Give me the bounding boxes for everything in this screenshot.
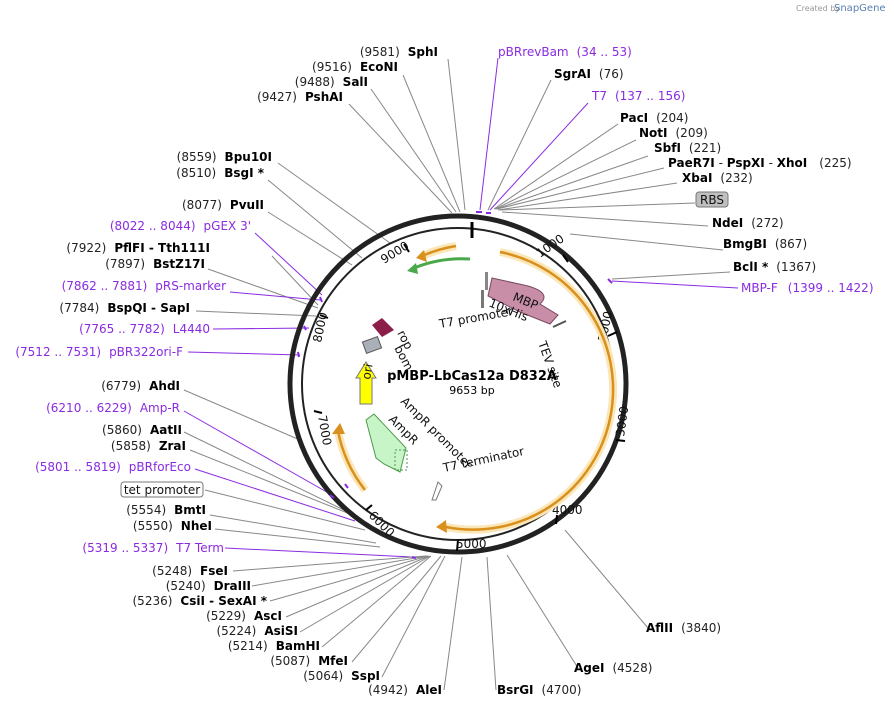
primer-pgex3: (8022 .. 8044)pGEX 3' [110,219,251,233]
leader-lines [183,57,739,691]
ori-feature [355,361,377,405]
rop-feature [372,318,394,337]
ori-label: ori [359,363,375,381]
site-asci: (5229)AscI [206,609,282,623]
orf-arc-large [445,250,615,531]
primer-mbp-f: MBP-F(1399 .. 1422) [741,281,874,295]
site-zrai: (5858)ZraI [111,439,186,453]
ampr-feature [365,413,407,473]
site-bmti: (5554)BmtI [126,503,206,517]
site-pvuii: (8077)PvuII [182,198,264,212]
primer-marks [297,211,613,559]
site-fsei: (5248)FseI [152,564,228,578]
site-bpu10i: (8559)Bpu10I [177,150,272,164]
tet-promoter-badge [120,481,204,498]
site-alei: (4942)AleI [368,683,442,697]
t7-promoter-label: T7 promoter [437,304,514,331]
site-bamhi: (5214)BamHI [228,639,320,653]
bom-feature [361,335,383,355]
site-bsrgi: BsrGI(4700) [497,683,581,697]
site-bspqi: (7784)BspQI - SapI [59,301,190,315]
primer-pbrforeco: (5801 .. 5819)pBRforEco [35,460,191,474]
orf-glow-left [334,430,369,493]
site-pshai: (9427)PshAI [257,90,343,104]
site-aflii: AflII(3840) [646,621,721,635]
ampr-promoter-mark [394,449,408,471]
site-noti: NotI(209) [639,126,708,140]
site-sgrai: SgrAI(76) [554,67,624,81]
backbone-outer [287,213,629,555]
orf-arrow-left [332,423,345,434]
tet-promoter-label: tet promoter [124,483,200,497]
tick-label-4000: 4000 [552,503,583,517]
site-paci: PacI(204) [620,111,688,125]
tick-marks [313,243,626,552]
site-ahdi: (6779)AhdI [101,379,180,393]
tick-label-5000: 5000 [456,537,487,551]
orf-arrow-top [416,250,427,262]
site-csii: (5236)CsiI - SexAI * [133,594,268,608]
primer-t7: T7(137 .. 156) [591,89,685,103]
mbp-feature [487,277,559,325]
his-tag-mark [481,290,484,308]
orf-arrow-large [436,520,447,533]
tev-site-mark [552,320,567,328]
rbs-label: RBS [700,193,724,207]
plasmid-size: 9653 bp [449,384,494,397]
green-arc [413,257,471,270]
site-sspi: (5064)SspI [303,669,380,683]
site-xbai: XbaI(232) [682,171,753,185]
rbs-badge [695,191,729,208]
primer-prs-marker: (7862 .. 7881)pRS-marker [62,279,226,293]
site-sphi: (9581)SphI [360,45,438,59]
tick-label-7000: 7000 [315,414,334,447]
site-mfei: (5087)MfeI [270,654,348,668]
site-asisi: (5224)AsiSI [216,624,298,638]
site-bstz17i: (7897)BstZ17I [105,257,205,271]
tick-label-8000: 8000 [310,311,330,344]
site-econi: (9516)EcoNI [312,60,398,74]
tick-label-9000: 9000 [378,238,411,266]
primer-pbrrevbam: pBRrevBam(34 .. 53) [498,45,632,59]
site-bmgbi: BmgBI(867) [723,237,807,251]
site-bcli: BclI *(1367) [733,260,816,274]
site-nhei: (5550)NheI [133,519,212,533]
green-arc-arrow [407,263,418,274]
site-agei: AgeI(4528) [574,661,652,675]
t7-promoter-mark [485,272,488,290]
site-draiii: (5240)DraIII [166,579,251,593]
tick-label-3000: 3000 [613,405,631,437]
snapgene-logo-text: SnapGene [834,3,886,14]
site-pflfi: (7922)PflFI - Tth111I [66,241,210,255]
site-aatii: (5860)AatII [102,423,182,437]
plasmid-name: pMBP-LbCas12a D832A [387,369,557,384]
primer-t7-term: (5319 .. 5337)T7 Term [82,541,224,555]
orf-arc-left [336,430,366,491]
site-paer7i-group: PaeR7I - PspXI - XhoI(225) [668,156,852,170]
created-by-text: Created by [796,4,840,13]
site-sbfi: SbfI(221) [654,141,721,155]
site-bsgi: (8510)BsgI * [176,166,264,180]
primer-amp-r: (6210 .. 6229)Amp-R [46,401,180,415]
primer-l4440: (7765 .. 7782)L4440 [79,322,210,336]
site-ndei: NdeI(272) [712,216,784,230]
t7-terminator-feature [431,481,443,501]
site-sali: (9488)SalI [295,75,368,89]
primer-pbr322ori-f: (7512 .. 7531)pBR322ori-F [15,345,183,359]
